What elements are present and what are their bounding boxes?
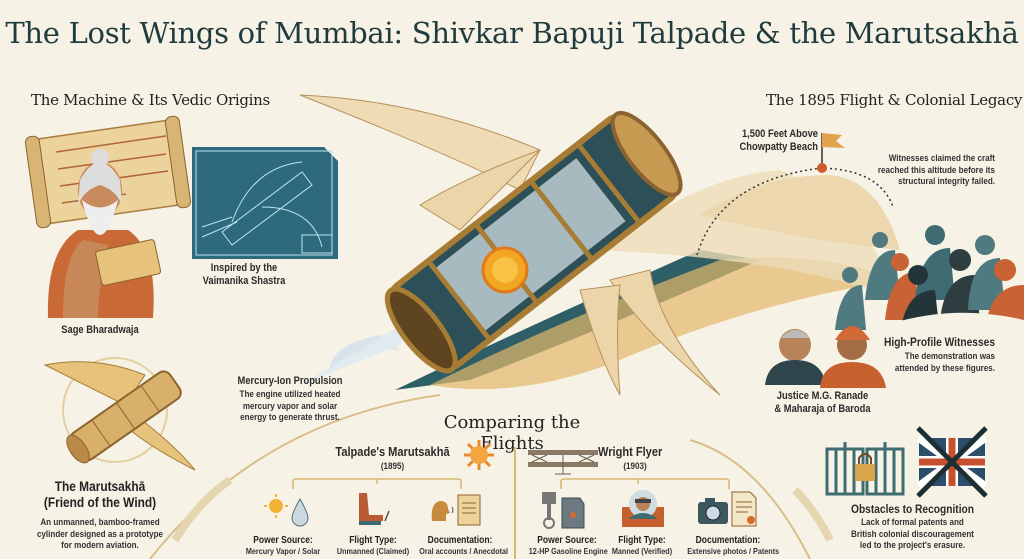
item-title: Documentation:	[427, 535, 493, 546]
sun-drop-icon	[264, 494, 309, 527]
sun-face-icon	[464, 440, 494, 470]
blueprint-label-line: Inspired by the	[210, 262, 278, 274]
locked-gate-icon	[825, 442, 905, 496]
wright-item-power: Power Source: 12-HP Gasoline Engine	[522, 535, 612, 556]
description-line: Lack of formal patents and	[861, 517, 964, 528]
section-heading-vedic-origins: The Machine & Its Vedic Origins	[31, 91, 270, 109]
wright-item-flight-type: Flight Type: Manned (Verified)	[600, 535, 684, 556]
item-value: Mercury Vapor / Solar	[245, 546, 321, 556]
description-line: energy to generate thrust.	[240, 412, 340, 423]
obstacles-description: Lack of formal patents and British colon…	[851, 517, 974, 552]
camera-certificate-icon	[698, 491, 757, 527]
sage-bharadwaja-illustration	[47, 149, 162, 318]
sage-label: Sage Bharadwaja	[61, 324, 139, 336]
biplane-icon	[528, 450, 598, 475]
figures-label: Justice M.G. Ranade & Maharaja of Baroda	[769, 390, 875, 416]
description-line: The engine utilized heated	[239, 389, 341, 400]
description-line: for modern aviation.	[61, 540, 139, 551]
description-line: reached this altitude before its	[877, 164, 995, 176]
item-title: Power Source:	[253, 535, 313, 546]
description-line: attended by these figures.	[894, 362, 995, 374]
description-line: structural integrity failed.	[898, 176, 995, 187]
figures-label-line: Justice M.G. Ranade	[776, 390, 869, 402]
witnesses-title: High-Profile Witnesses	[883, 335, 995, 349]
item-title: Power Source:	[537, 535, 597, 546]
item-value: Manned (Verified)	[611, 546, 673, 556]
description-line: mercury vapor and solar	[242, 400, 338, 412]
propulsion-title: Mercury-Ion Propulsion	[237, 375, 343, 387]
talpade-bracket	[292, 478, 462, 489]
talpade-item-power: Power Source: Mercury Vapor / Solar	[238, 535, 328, 556]
obstacles-title: Obstacles to Recognition	[851, 502, 974, 516]
description-line: cylinder designed as a prototype	[36, 528, 164, 540]
blueprint-illustration	[192, 147, 338, 259]
section-heading-colonial-legacy: The 1895 Flight & Colonial Legacy	[766, 91, 1023, 109]
talpade-title: Talpade's Marutsakhā	[335, 444, 450, 459]
crowd-silhouettes	[835, 225, 1024, 335]
small-marutsakha-illustration	[43, 357, 196, 471]
wright-bracket	[560, 478, 730, 489]
altitude-label-line: 1,500 Feet Above	[741, 128, 818, 140]
item-value: Extensive photos / Patents	[687, 546, 780, 556]
item-value: Unmanned (Claimed)	[336, 546, 410, 556]
propulsion-description: The engine utilized heated mercury vapor…	[231, 389, 350, 424]
talpade-item-documentation: Documentation: Oral accounts / Anecdotal	[412, 535, 508, 556]
figures-label-line: & Maharaja of Baroda	[774, 403, 871, 415]
item-title: Documentation:	[695, 535, 761, 546]
page-title: The Lost Wings of Mumbai: Shivkar Bapuji…	[5, 16, 1019, 50]
item-value: Oral accounts / Anecdotal	[419, 546, 509, 556]
wright-year: (1903)	[623, 461, 647, 472]
speaking-scroll-icon	[431, 494, 481, 526]
marutsakha-name: The Marutsakhā	[54, 478, 146, 494]
item-title: Flight Type:	[349, 535, 397, 546]
item-title: Flight Type:	[618, 535, 666, 546]
blueprint-label-line: Vaimanika Shastra	[202, 275, 286, 287]
pilot-icon	[622, 490, 664, 527]
item-value: 12-HP Gasoline Engine	[528, 546, 608, 556]
description-line: The demonstration was	[904, 351, 995, 362]
crossed-british-flag-icon	[916, 426, 988, 498]
altitude-description: Witnesses claimed the craft reached this…	[872, 153, 995, 188]
piston-fuel-icon	[542, 492, 585, 529]
witnesses-description: The demonstration was attended by these …	[880, 351, 995, 374]
comparison-heading: Comparing the Flights	[443, 412, 581, 454]
marutsakha-subtitle: (Friend of the Wind)	[43, 494, 157, 510]
altitude-label: 1,500 Feet Above Chowpatty Beach	[718, 128, 818, 154]
wright-title: Wright Flyer	[598, 444, 663, 459]
comparison-divider	[514, 447, 516, 559]
altitude-label-line: Chowpatty Beach	[739, 141, 818, 153]
marutsakha-description: An unmanned, bamboo-framed cylinder desi…	[36, 517, 164, 552]
description-line: Witnesses claimed the craft	[888, 153, 995, 164]
wright-item-documentation: Documentation: Extensive photos / Patent…	[680, 535, 780, 556]
seat-icon	[359, 493, 390, 525]
blueprint-label: Inspired by the Vaimanika Shastra	[190, 262, 299, 288]
description-line: An unmanned, bamboo-framed	[40, 517, 160, 528]
description-line: British colonial discouragement	[851, 528, 974, 540]
description-line: led to the project's erasure.	[859, 540, 966, 551]
talpade-year: (1895)	[380, 461, 405, 472]
marutsakha-title: The Marutsakhā (Friend of the Wind)	[41, 478, 160, 510]
talpade-item-flight-type: Flight Type: Unmanned (Claimed)	[328, 535, 418, 556]
